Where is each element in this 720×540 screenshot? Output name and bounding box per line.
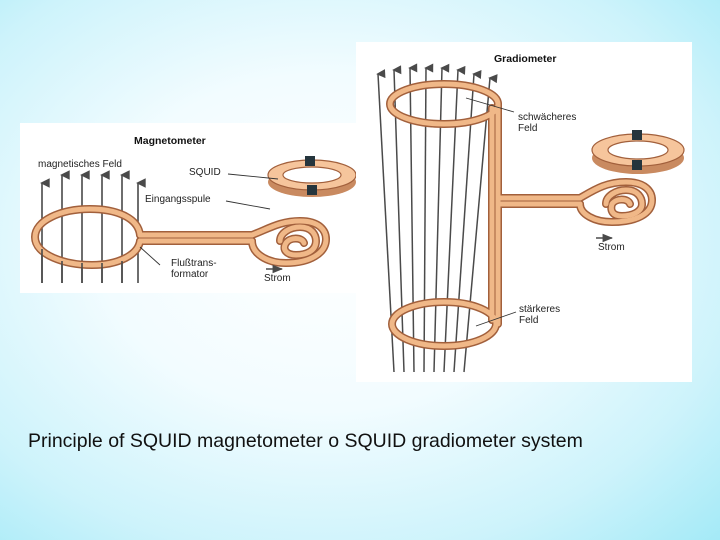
gradiometer-title: Gradiometer: [494, 53, 557, 65]
flux-transformer-label-1: Flußtrans-: [171, 258, 217, 269]
weaker-field-label-1: schwächeres: [518, 112, 577, 123]
gradiometer-diagram: [376, 63, 685, 373]
gradiometer-figure: Gradiometer schwächeres Feld Strom stärk…: [356, 42, 692, 382]
stronger-field-label-2: Feld: [519, 315, 539, 326]
magnetometer-figure: Magnetometer magnetisches Feld SQUID Ein…: [20, 123, 356, 293]
gradiometer-junction-bottom: [632, 160, 642, 170]
gradiometer-junction-top: [632, 130, 642, 140]
stronger-field-label-1: stärkeres: [519, 304, 561, 315]
input-coil-label: Eingangsspule: [145, 194, 211, 205]
gradiometer-coils: [386, 80, 657, 350]
slide-caption: Principle of SQUID magnetometer o SQUID …: [28, 430, 583, 452]
magnetometer-title: Magnetometer: [134, 135, 206, 147]
current-label: Strom: [264, 273, 291, 284]
magnetometer-diagram: [30, 156, 356, 283]
josephson-junction-top: [305, 156, 315, 166]
squid-ring: [267, 156, 356, 197]
gradiometer-current-label: Strom: [598, 242, 625, 253]
gradiometer-squid-ring: [591, 130, 685, 174]
flux-transformer-label-2: formator: [171, 269, 209, 280]
field-label: magnetisches Feld: [38, 159, 122, 170]
weaker-field-label-2: Feld: [518, 123, 538, 134]
squid-label: SQUID: [189, 167, 221, 178]
flux-transformer-coil: [30, 204, 331, 270]
josephson-junction-bottom: [307, 185, 317, 195]
